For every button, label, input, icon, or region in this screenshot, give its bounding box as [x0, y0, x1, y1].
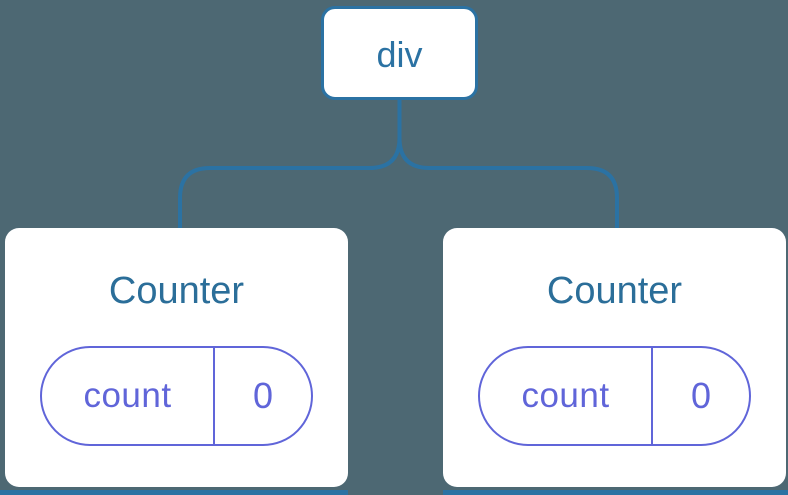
state-value: 0	[252, 375, 274, 416]
counter-card-left: Counter count 0	[5, 228, 348, 487]
root-node-label: div	[376, 34, 423, 75]
component-title: Counter	[108, 270, 245, 312]
component-title: Counter	[546, 270, 683, 312]
card-underline-right	[443, 490, 788, 495]
card-underline-left	[0, 490, 348, 495]
state-key-label: count	[42, 348, 215, 444]
state-pill: count 0	[40, 346, 313, 446]
state-value: 0	[690, 375, 712, 416]
connector-right-branch	[397, 97, 619, 230]
connector-left-branch	[178, 97, 402, 230]
root-node: div	[321, 6, 478, 100]
state-pill: count 0	[478, 346, 751, 446]
state-key-label: count	[480, 348, 653, 444]
counter-card-right: Counter count 0	[443, 228, 786, 487]
